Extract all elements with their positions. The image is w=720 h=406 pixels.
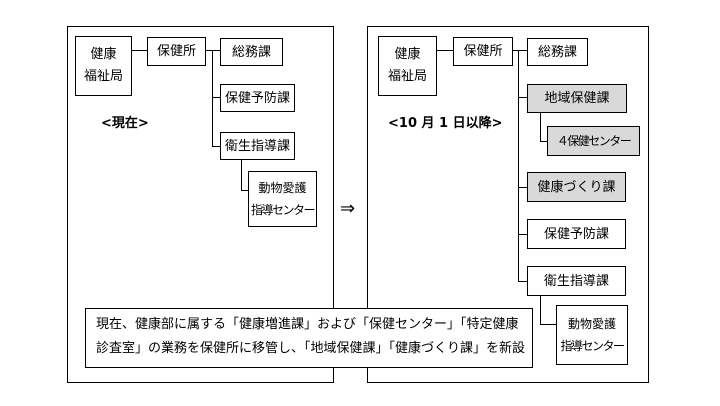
connector [518,234,527,235]
doubutsu-line1: 動物愛護 [567,317,616,331]
transition-arrow: ⇒ [340,198,356,219]
yobou-box: 保健予防課 [220,84,295,112]
doubutsu-line2: 指導センター [560,339,625,353]
connector [518,50,519,281]
reorganization-note: 現在、健康部に属する「健康増進課」および「保健センター」「特定健康 診査室」の業… [85,308,533,368]
connector [518,187,527,188]
kenkou-zukuri-box: 健康づくり課 [527,172,626,202]
connector [540,296,541,324]
connector [212,50,213,146]
doubutsu-line1: 動物愛護 [258,181,307,195]
connector [241,160,242,190]
connector [206,50,220,51]
doubutsu-line2: 指導センター [250,203,316,217]
connector [132,50,147,51]
soumu-box: 総務課 [527,38,588,66]
dept-box-kenkou-fukushi: 健康 福祉局 [378,36,437,96]
eisei-box: 衛生指導課 [220,132,295,160]
connector [212,146,220,147]
doubutsu-center-box: 動物愛護 指導センター [556,305,628,365]
note-line2: 診査室」の業務を保健所に移管し、「地域保健課」「健康づくり課」を新設 [96,341,526,356]
dept-line2: 福祉局 [387,69,427,84]
dept-line2: 福祉局 [83,69,123,84]
yobou-box: 保健予防課 [527,219,626,249]
note-line1: 現在、健康部に属する「健康増進課」および「保健センター」「特定健康 [96,317,519,332]
hokensho-box: 保健所 [147,37,206,66]
hokensho-box: 保健所 [453,37,513,66]
connector [212,97,220,98]
connector [241,190,249,191]
connector [540,113,541,141]
current-label: <現在> [101,116,149,131]
doubutsu-center-box: 動物愛護 指導センター [248,171,317,227]
chiiki-hoken-box: 地域保健課 [527,84,627,113]
connector [518,281,527,282]
connector [518,97,527,98]
hoken-center-box: ４保健センター [547,126,640,156]
soumu-box: 総務課 [220,38,283,66]
dept-line1: 健康 [394,47,421,62]
connector [540,324,556,325]
hoken-center-label: ４保健センター [556,134,632,148]
dept-box-kenkou-fukushi: 健康 福祉局 [75,36,132,96]
future-label: <10 月 1 日以降> [388,116,503,131]
connector [513,50,527,51]
connector [540,141,547,142]
connector [437,50,453,51]
dept-line1: 健康 [90,47,117,62]
eisei-box: 衛生指導課 [527,266,626,296]
